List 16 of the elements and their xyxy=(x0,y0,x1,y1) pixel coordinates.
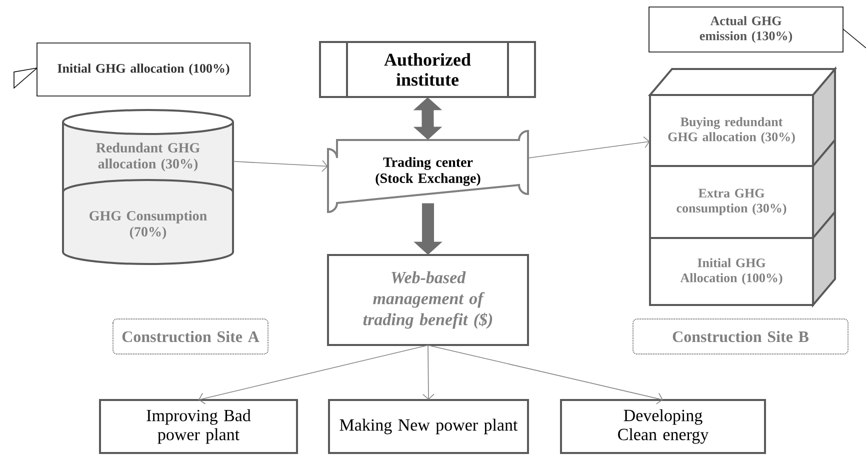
arrow xyxy=(198,344,428,404)
cylinder-section: GHG Consumption (70%) xyxy=(62,179,234,265)
trading-box: Trading center (Stock Exchange) xyxy=(327,130,529,213)
callout-box: Initial GHG allocation (100%) xyxy=(14,42,250,96)
action-box: Improving Bad power plant xyxy=(99,399,298,454)
arrow xyxy=(422,344,434,400)
action-box: Making New power plant xyxy=(328,399,529,454)
institute-box: Authorized institute xyxy=(319,41,536,98)
action-box: Developing Clean energy xyxy=(560,399,766,454)
arrow xyxy=(232,160,328,172)
site-label: Construction Site B xyxy=(632,318,848,354)
arrow xyxy=(428,344,664,404)
site-label: Construction Site A xyxy=(112,318,268,354)
management-box: Web-based management of trading benefit ($) xyxy=(327,254,529,346)
callout-box: Actual GHG emission (130%) xyxy=(648,6,866,52)
arrow xyxy=(528,136,650,158)
